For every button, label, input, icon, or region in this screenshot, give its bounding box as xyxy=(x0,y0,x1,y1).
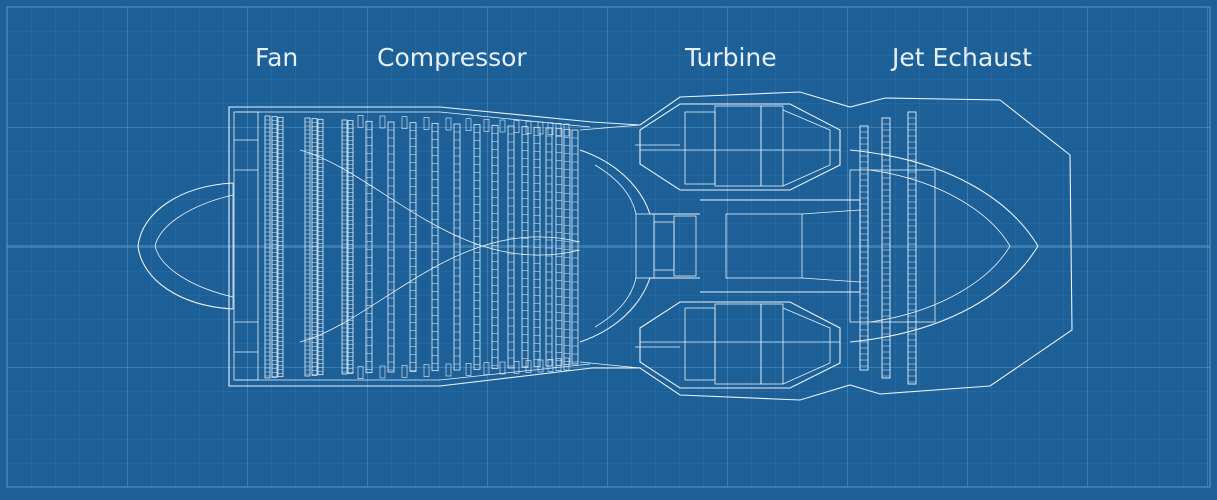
blade-stage xyxy=(499,119,515,375)
blade-stage xyxy=(513,120,529,374)
nose-cone xyxy=(137,182,234,310)
label-compressor: Compressor xyxy=(377,43,527,72)
blade-stage xyxy=(317,118,324,376)
blade-stage xyxy=(483,119,499,375)
blade-stage xyxy=(547,122,563,372)
blade-stage xyxy=(423,117,439,377)
blade-stage xyxy=(311,118,318,376)
blade-stage xyxy=(347,120,354,374)
blade-stage xyxy=(445,117,461,377)
blade-stage xyxy=(264,115,271,379)
label-turbine: Turbine xyxy=(684,43,777,72)
combustor xyxy=(579,124,700,369)
blade-stage xyxy=(563,123,579,371)
blade-stage xyxy=(537,121,553,373)
blade-stage xyxy=(357,115,373,379)
label-fan: Fan xyxy=(255,43,298,72)
duct-line xyxy=(299,236,581,343)
duct-line xyxy=(299,149,581,256)
exhaust-stages xyxy=(859,111,917,385)
blade-stage xyxy=(859,125,869,371)
upper-turbine-pod xyxy=(635,103,841,191)
exhaust-cone xyxy=(849,149,1039,343)
blade-stage xyxy=(277,116,284,378)
blade-stage xyxy=(401,116,417,378)
blade-stage xyxy=(525,121,541,373)
blade-stage xyxy=(379,115,395,379)
blade-stage xyxy=(907,111,917,385)
blade-stage xyxy=(881,117,891,379)
compressor-stages xyxy=(264,115,581,379)
blade-stage xyxy=(271,116,278,378)
blade-stage xyxy=(304,117,311,377)
frame-border xyxy=(6,6,1211,488)
blade-stage xyxy=(555,123,571,371)
blade-stage xyxy=(341,119,348,375)
major-grid xyxy=(7,7,1210,487)
label-exhaust: Jet Echaust xyxy=(890,43,1032,72)
lower-turbine-pod xyxy=(635,301,841,389)
